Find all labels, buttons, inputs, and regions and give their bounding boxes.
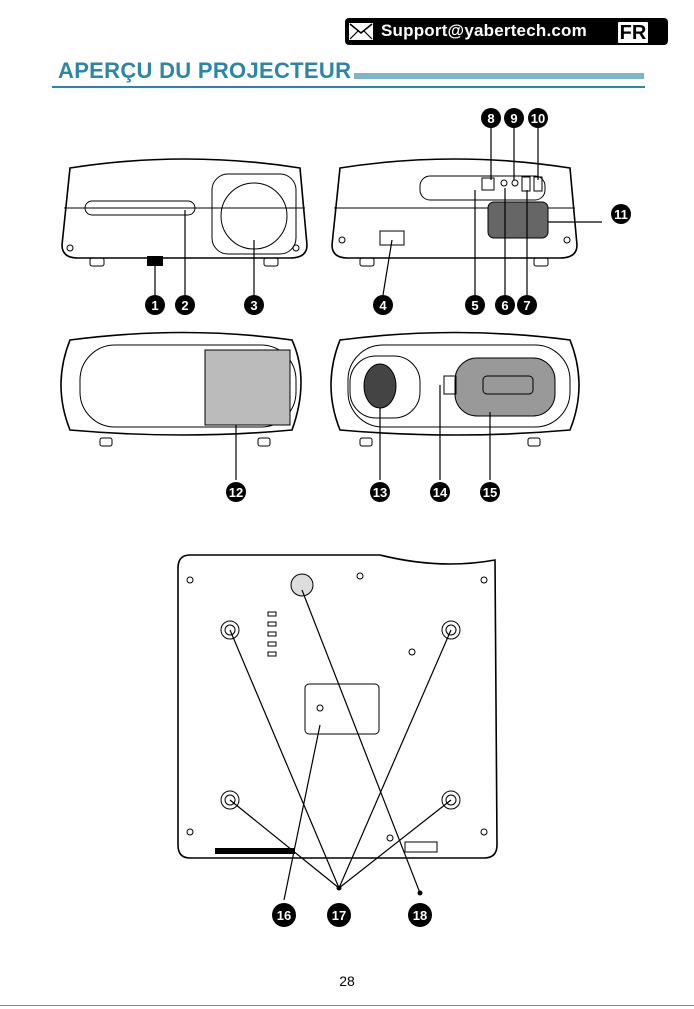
side-view-left bbox=[61, 333, 301, 447]
svg-text:5: 5 bbox=[471, 298, 478, 313]
svg-text:3: 3 bbox=[250, 298, 257, 313]
back-view bbox=[332, 159, 577, 266]
svg-text:10: 10 bbox=[531, 111, 545, 126]
callout-13: 13 bbox=[370, 482, 390, 502]
callout-1: 1 bbox=[145, 295, 165, 315]
callout-9: 9 bbox=[504, 108, 524, 128]
callout-4: 4 bbox=[373, 295, 393, 315]
callout-6: 6 bbox=[495, 295, 515, 315]
callout-5: 5 bbox=[465, 295, 485, 315]
callout-10: 10 bbox=[528, 108, 548, 128]
svg-text:18: 18 bbox=[413, 908, 427, 923]
bottom-view bbox=[178, 555, 497, 858]
svg-text:11: 11 bbox=[614, 207, 628, 222]
svg-text:15: 15 bbox=[483, 485, 497, 500]
callout-11: 11 bbox=[611, 204, 631, 224]
svg-text:1: 1 bbox=[151, 298, 158, 313]
svg-text:12: 12 bbox=[229, 485, 243, 500]
svg-text:13: 13 bbox=[373, 485, 387, 500]
side-view-right bbox=[331, 333, 579, 447]
svg-text:4: 4 bbox=[379, 298, 387, 313]
svg-text:17: 17 bbox=[332, 908, 346, 923]
callout-16: 16 bbox=[272, 903, 296, 927]
callout-18: 18 bbox=[408, 903, 432, 927]
callout-2: 2 bbox=[175, 295, 195, 315]
callout-7: 7 bbox=[517, 295, 537, 315]
callout-8: 8 bbox=[481, 108, 501, 128]
callout-14: 14 bbox=[430, 482, 450, 502]
callout-17: 17 bbox=[327, 903, 351, 927]
callout-12: 12 bbox=[226, 482, 246, 502]
svg-text:14: 14 bbox=[433, 485, 448, 500]
svg-text:8: 8 bbox=[487, 111, 494, 126]
page-bottom-rule bbox=[0, 1005, 694, 1006]
svg-text:7: 7 bbox=[523, 298, 530, 313]
svg-text:9: 9 bbox=[510, 111, 517, 126]
svg-text:6: 6 bbox=[501, 298, 508, 313]
page-number: 28 bbox=[0, 973, 694, 989]
svg-text:16: 16 bbox=[277, 908, 291, 923]
callout-15: 15 bbox=[480, 482, 500, 502]
callout-3: 3 bbox=[244, 295, 264, 315]
svg-text:2: 2 bbox=[181, 298, 188, 313]
